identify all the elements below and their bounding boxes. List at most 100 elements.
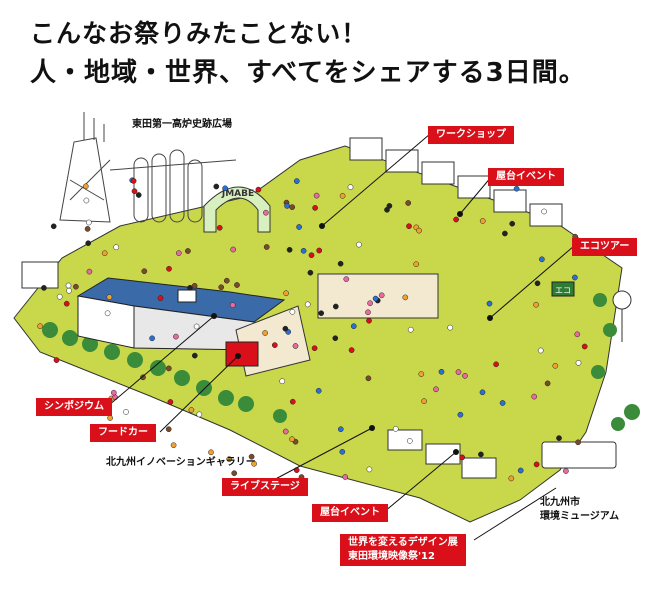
label-eco-tour[interactable]: エコツアー	[572, 238, 638, 256]
person	[575, 359, 582, 366]
person	[107, 415, 113, 421]
person	[226, 456, 233, 462]
person	[486, 300, 493, 307]
person	[499, 400, 506, 406]
person	[123, 409, 129, 415]
tent-row-top	[349, 137, 563, 227]
person	[101, 250, 108, 257]
leader-lines	[107, 133, 575, 541]
marker-dot-food-car	[235, 353, 241, 359]
person	[251, 460, 257, 467]
person	[283, 290, 289, 297]
marker-dot-live-stage	[369, 425, 375, 431]
person	[367, 300, 373, 307]
person	[502, 230, 508, 237]
person	[85, 240, 92, 247]
person	[131, 188, 138, 195]
person	[459, 454, 466, 461]
label-stall-event-bottom[interactable]: 屋台イベント	[312, 504, 388, 522]
person	[313, 192, 320, 199]
person	[213, 183, 220, 190]
traffic-sign	[612, 290, 632, 310]
person	[438, 368, 445, 375]
person	[479, 218, 486, 224]
person	[289, 204, 296, 210]
person	[85, 219, 92, 226]
person	[165, 426, 172, 433]
label-design-exhibit-line-2: 東田環境映像祭'12	[348, 551, 435, 562]
person	[170, 442, 177, 449]
person	[316, 247, 323, 254]
label-design-exhibit[interactable]: 世界を変えるデザイン展 東田環境映像祭'12	[340, 534, 466, 566]
person	[332, 303, 339, 310]
person	[307, 269, 314, 276]
person	[350, 323, 357, 330]
person	[255, 186, 262, 193]
label-stall-event-top[interactable]: 屋台イベント	[488, 168, 564, 186]
person	[286, 246, 293, 253]
person	[289, 308, 296, 315]
person	[544, 380, 551, 387]
person	[50, 223, 57, 230]
museum-tram	[541, 441, 617, 469]
person	[342, 474, 349, 480]
person	[223, 277, 230, 284]
label-symposium[interactable]: シンポジウム	[36, 398, 112, 416]
tent-row-bottom	[387, 429, 497, 479]
label-workshop[interactable]: ワークショップ	[428, 126, 514, 144]
person	[337, 260, 344, 267]
person	[308, 252, 315, 259]
person	[312, 205, 318, 211]
person	[279, 378, 286, 385]
person	[53, 357, 60, 363]
marker-dot-symposium	[211, 313, 217, 319]
person	[581, 343, 588, 350]
person	[574, 331, 581, 338]
person	[166, 265, 172, 272]
label-museum-line-1: 北九州市	[540, 497, 580, 508]
label-live-stage[interactable]: ライブステージ	[222, 478, 308, 496]
person	[517, 467, 524, 474]
lawn	[13, 145, 623, 523]
person	[541, 208, 547, 215]
person	[384, 206, 390, 213]
person	[392, 426, 399, 432]
person	[84, 226, 91, 232]
person	[508, 475, 515, 482]
person	[337, 426, 344, 433]
arch-sign: JMABE	[221, 189, 254, 199]
person	[140, 374, 146, 381]
person	[509, 220, 516, 227]
arch	[203, 186, 271, 233]
person	[402, 294, 409, 301]
central-stalls	[317, 273, 439, 319]
person	[433, 386, 439, 393]
marker-dot-workshop	[319, 223, 325, 229]
blast-furnace	[59, 112, 237, 223]
person	[292, 343, 299, 349]
marker-dot-stall-top	[457, 211, 463, 217]
person	[284, 203, 290, 209]
label-design-exhibit-line-1: 世界を変えるデザイン展	[348, 537, 458, 548]
person	[311, 345, 318, 352]
person	[282, 428, 289, 435]
person	[534, 280, 541, 287]
person	[552, 362, 559, 369]
marker-dot-eco-tour	[487, 315, 493, 321]
person	[165, 365, 172, 372]
person	[418, 371, 425, 377]
headline-line-1: こんなお祭りみたことない！	[30, 19, 368, 48]
person	[289, 398, 296, 405]
person	[572, 274, 578, 281]
label-food-car[interactable]: フードカー	[90, 424, 156, 442]
person	[563, 468, 569, 474]
person	[315, 387, 322, 394]
tree-row	[42, 293, 640, 431]
person	[479, 389, 486, 396]
person	[83, 197, 90, 204]
person	[462, 372, 468, 379]
person	[234, 282, 240, 288]
person	[282, 325, 289, 332]
person	[193, 323, 200, 330]
person	[416, 227, 422, 234]
